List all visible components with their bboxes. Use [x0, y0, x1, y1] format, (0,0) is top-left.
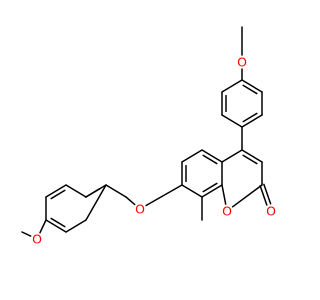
double-bond-inner-33	[84, 188, 101, 198]
carbonyl-oxygen: O	[266, 204, 276, 219]
molecule-structure: O O O O O	[21, 26, 277, 247]
double-bond-inner-6	[242, 112, 258, 123]
single-bond-10	[221, 79, 243, 93]
single-bond-19	[201, 149, 223, 163]
single-bond-15	[231, 184, 263, 208]
double-bond-inner-13	[242, 154, 258, 165]
bond-layer	[21, 26, 272, 237]
methoxy-oxygen-left: O	[32, 232, 42, 247]
single-bond-29	[145, 184, 183, 207]
double-bond-inner-3	[242, 84, 258, 95]
single-bond-24	[181, 184, 203, 198]
single-bond-35	[45, 184, 67, 198]
single-bond-34	[65, 184, 87, 198]
ring-oxygen: O	[222, 204, 232, 219]
double-bond-a-18	[259, 184, 268, 206]
double-bond-b-18	[263, 183, 272, 205]
double-bond-inner-36	[50, 189, 66, 200]
single-bond-12	[241, 149, 263, 163]
single-bond-16	[221, 184, 227, 205]
single-bond-2	[241, 79, 263, 93]
single-bond-43	[21, 231, 32, 237]
double-bond-inner-20	[202, 154, 218, 165]
atom-label-layer: O O O O O	[32, 55, 276, 247]
ether-oxygen: O	[135, 202, 145, 217]
single-bond-25	[201, 184, 223, 198]
single-bond-5	[241, 114, 263, 128]
single-bond-21	[181, 149, 203, 163]
single-bond-17	[221, 149, 243, 163]
single-bond-7	[221, 114, 243, 128]
double-bond-inner-26	[202, 182, 218, 193]
single-bond-42	[39, 219, 47, 234]
single-bond-40	[65, 219, 87, 233]
methoxy-oxygen-top: O	[237, 55, 247, 70]
single-bond-41	[85, 184, 107, 221]
single-bond-31	[105, 184, 127, 198]
double-bond-inner-39	[50, 217, 66, 228]
single-bond-30	[125, 196, 136, 206]
single-bond-38	[45, 219, 67, 233]
